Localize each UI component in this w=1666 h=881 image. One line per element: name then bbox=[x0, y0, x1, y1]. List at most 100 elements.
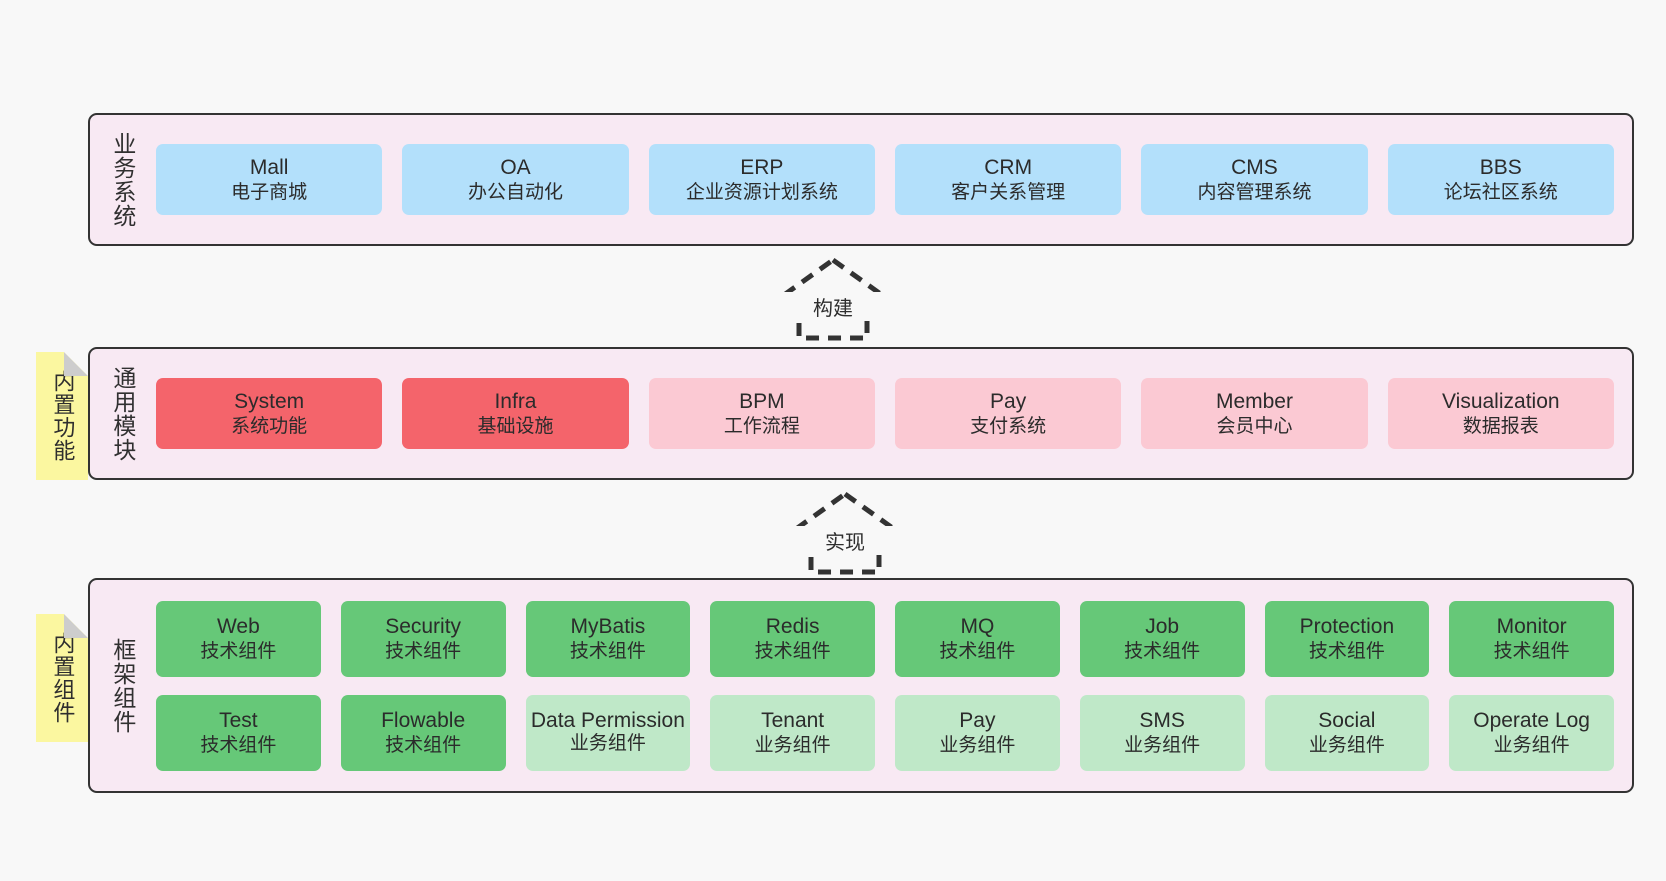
node-infra[interactable]: Infra 基础设施 bbox=[402, 378, 629, 449]
node-protection[interactable]: Protection 技术组件 bbox=[1264, 600, 1430, 677]
node-tenant[interactable]: Tenant 业务组件 bbox=[710, 694, 875, 771]
node-title: ERP bbox=[740, 156, 784, 180]
node-subtitle: 技术组件 bbox=[200, 640, 277, 662]
node-crm[interactable]: CRM 客户关系管理 bbox=[894, 144, 1122, 215]
node-mall[interactable]: Mall 电子商城 bbox=[156, 144, 383, 215]
node-title: Protection bbox=[1299, 615, 1395, 639]
node-redis[interactable]: Redis 技术组件 bbox=[710, 600, 875, 677]
node-web[interactable]: Web 技术组件 bbox=[156, 600, 321, 677]
node-title: MyBatis bbox=[570, 615, 646, 639]
node-title: Mall bbox=[249, 156, 289, 180]
node-subtitle: 技术组件 bbox=[754, 640, 831, 662]
node-subtitle: 技术组件 bbox=[569, 640, 646, 662]
node-title: Redis bbox=[765, 615, 820, 639]
node-title: Pay bbox=[959, 709, 996, 733]
node-sms[interactable]: SMS 业务组件 bbox=[1079, 694, 1245, 771]
arrow-build: 构建 bbox=[755, 256, 911, 341]
node-mybatis[interactable]: MyBatis 技术组件 bbox=[525, 600, 691, 677]
layer-body-business-system: Mall 电子商城 OA 办公自动化 ERP 企业资源计划系统 CRM 客户关系… bbox=[142, 115, 1632, 244]
node-subtitle: 技术组件 bbox=[939, 640, 1016, 662]
node-title: Flowable bbox=[381, 709, 466, 733]
arrow-build-label: 构建 bbox=[760, 292, 906, 321]
node-erp[interactable]: ERP 企业资源计划系统 bbox=[648, 144, 875, 215]
node-title: Monitor bbox=[1496, 615, 1567, 639]
node-visualization[interactable]: Visualization 数据报表 bbox=[1387, 378, 1614, 449]
layer-framework-component: 框架组件 Web 技术组件 Security 技术组件 MyBatis 技术组件… bbox=[88, 578, 1634, 793]
note-fold-corner-icon bbox=[64, 614, 88, 638]
node-member[interactable]: Member 会员中心 bbox=[1141, 378, 1368, 449]
node-subtitle: 论坛社区系统 bbox=[1443, 181, 1558, 203]
node-title: Member bbox=[1215, 390, 1293, 414]
node-subtitle: 支付系统 bbox=[970, 415, 1047, 437]
node-job[interactable]: Job 技术组件 bbox=[1079, 600, 1245, 677]
node-data-permission[interactable]: Data Permission 业务组件 bbox=[525, 694, 691, 771]
layer-body-framework-component: Web 技术组件 Security 技术组件 MyBatis 技术组件 Redi… bbox=[142, 580, 1632, 791]
node-title: Web bbox=[216, 615, 260, 639]
node-subtitle: 技术组件 bbox=[385, 734, 462, 756]
node-security[interactable]: Security 技术组件 bbox=[340, 600, 506, 677]
layer-body-common-module: System 系统功能 Infra 基础设施 BPM 工作流程 Pay 支付系统… bbox=[142, 349, 1632, 478]
node-title: Visualization bbox=[1442, 390, 1560, 414]
node-title: MQ bbox=[960, 615, 995, 639]
node-title: Job bbox=[1145, 615, 1180, 639]
node-subtitle: 业务组件 bbox=[1493, 734, 1570, 756]
node-title: CRM bbox=[984, 156, 1033, 180]
node-bbs[interactable]: BBS 论坛社区系统 bbox=[1387, 144, 1614, 215]
node-title: BPM bbox=[739, 390, 785, 414]
note-label: 内置组件 bbox=[50, 632, 76, 724]
node-subtitle: 企业资源计划系统 bbox=[685, 181, 838, 203]
node-title: Pay bbox=[990, 390, 1027, 414]
node-subtitle: 业务组件 bbox=[1308, 734, 1385, 756]
node-social[interactable]: Social 业务组件 bbox=[1264, 694, 1430, 771]
node-subtitle: 业务组件 bbox=[1124, 734, 1201, 756]
node-title: Social bbox=[1318, 709, 1376, 733]
note-fold-corner-icon bbox=[64, 352, 88, 376]
node-subtitle: 技术组件 bbox=[1493, 640, 1570, 662]
layer-title-common-module: 通用模块 bbox=[109, 365, 136, 462]
arrow-implement: 实现 bbox=[767, 490, 923, 575]
node-title: SMS bbox=[1139, 709, 1185, 733]
node-title: Data Permission bbox=[530, 709, 685, 732]
layer-common-module: 通用模块 System 系统功能 Infra 基础设施 BPM 工作流程 Pay… bbox=[88, 347, 1634, 480]
node-pay-component[interactable]: Pay 业务组件 bbox=[895, 694, 1060, 771]
node-subtitle: 数据报表 bbox=[1462, 415, 1539, 437]
node-subtitle: 电子商城 bbox=[231, 181, 308, 203]
layer-row: Test 技术组件 Flowable 技术组件 Data Permission … bbox=[156, 694, 1614, 771]
layer-row: System 系统功能 Infra 基础设施 BPM 工作流程 Pay 支付系统… bbox=[156, 378, 1614, 449]
node-test[interactable]: Test 技术组件 bbox=[156, 694, 321, 771]
node-subtitle: 业务组件 bbox=[939, 734, 1016, 756]
node-title: Infra bbox=[494, 390, 537, 414]
node-flowable[interactable]: Flowable 技术组件 bbox=[340, 694, 506, 771]
layer-row: Mall 电子商城 OA 办公自动化 ERP 企业资源计划系统 CRM 客户关系… bbox=[156, 144, 1614, 215]
node-oa[interactable]: OA 办公自动化 bbox=[402, 144, 629, 215]
node-title: BBS bbox=[1479, 156, 1522, 180]
node-title: System bbox=[234, 390, 305, 414]
arrow-implement-label: 实现 bbox=[772, 526, 918, 555]
node-title: Tenant bbox=[761, 709, 825, 733]
node-mq[interactable]: MQ 技术组件 bbox=[895, 600, 1060, 677]
node-subtitle: 业务组件 bbox=[754, 734, 831, 756]
node-subtitle: 技术组件 bbox=[200, 734, 277, 756]
node-subtitle: 客户关系管理 bbox=[951, 181, 1066, 203]
node-system[interactable]: System 系统功能 bbox=[156, 378, 383, 449]
node-subtitle: 业务组件 bbox=[569, 732, 646, 754]
node-subtitle: 技术组件 bbox=[1124, 640, 1201, 662]
node-title: Test bbox=[219, 709, 258, 733]
node-subtitle: 基础设施 bbox=[477, 415, 554, 437]
node-title: CMS bbox=[1231, 156, 1278, 180]
layer-title-business-system: 业务系统 bbox=[109, 131, 136, 228]
node-title: Security bbox=[385, 615, 462, 639]
node-operate-log[interactable]: Operate Log 业务组件 bbox=[1449, 694, 1614, 771]
node-subtitle: 系统功能 bbox=[231, 415, 308, 437]
note-label: 内置功能 bbox=[50, 370, 76, 462]
node-bpm[interactable]: BPM 工作流程 bbox=[648, 378, 875, 449]
node-pay[interactable]: Pay 支付系统 bbox=[894, 378, 1122, 449]
node-monitor[interactable]: Monitor 技术组件 bbox=[1449, 600, 1614, 677]
node-title: OA bbox=[500, 156, 531, 180]
note-builtin-component: 内置组件 bbox=[36, 614, 88, 742]
layer-business-system: 业务系统 Mall 电子商城 OA 办公自动化 ERP 企业资源计划系统 CRM… bbox=[88, 113, 1634, 246]
node-title: Operate Log bbox=[1473, 709, 1590, 733]
node-subtitle: 内容管理系统 bbox=[1197, 181, 1312, 203]
node-cms[interactable]: CMS 内容管理系统 bbox=[1141, 144, 1368, 215]
